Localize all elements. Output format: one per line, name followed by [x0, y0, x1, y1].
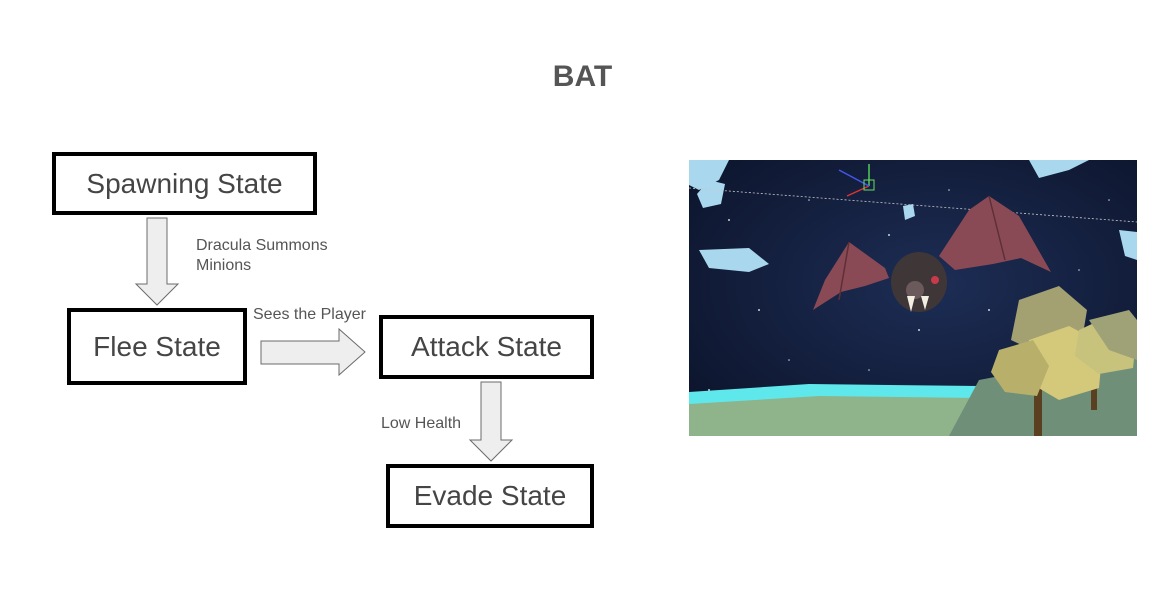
flee-state-box: Flee State	[67, 308, 247, 385]
transition-label-dracula-summons: Dracula Summons	[196, 237, 328, 254]
water-shore	[689, 396, 979, 436]
trees	[991, 286, 1137, 436]
arrow-attack-to-evade-shape	[468, 381, 514, 462]
transition-label-low-health: Low Health	[381, 415, 462, 432]
transform-gizmo	[838, 164, 875, 197]
arrow-flee-to-attack-shape	[260, 327, 366, 377]
arrow-spawning-to-flee	[134, 217, 180, 306]
floating-clouds	[689, 160, 1137, 272]
bat-character	[813, 195, 1051, 312]
transition-label-sees-the-player: Sees the Player	[253, 306, 366, 323]
evade-state-box: Evade State	[386, 464, 594, 528]
diagram-title: BAT	[552, 60, 613, 93]
bat-game-screenshot	[689, 160, 1137, 436]
arrow-flee-to-attack	[260, 327, 366, 377]
attack-state-box: Attack State	[379, 315, 594, 379]
transition-label-minions: Minions	[196, 257, 252, 274]
gizmo-line	[689, 187, 1137, 223]
arrow-spawning-to-flee-shape	[134, 217, 180, 306]
arrow-attack-to-evade	[468, 381, 514, 462]
spawning-state-box: Spawning State	[52, 152, 317, 215]
